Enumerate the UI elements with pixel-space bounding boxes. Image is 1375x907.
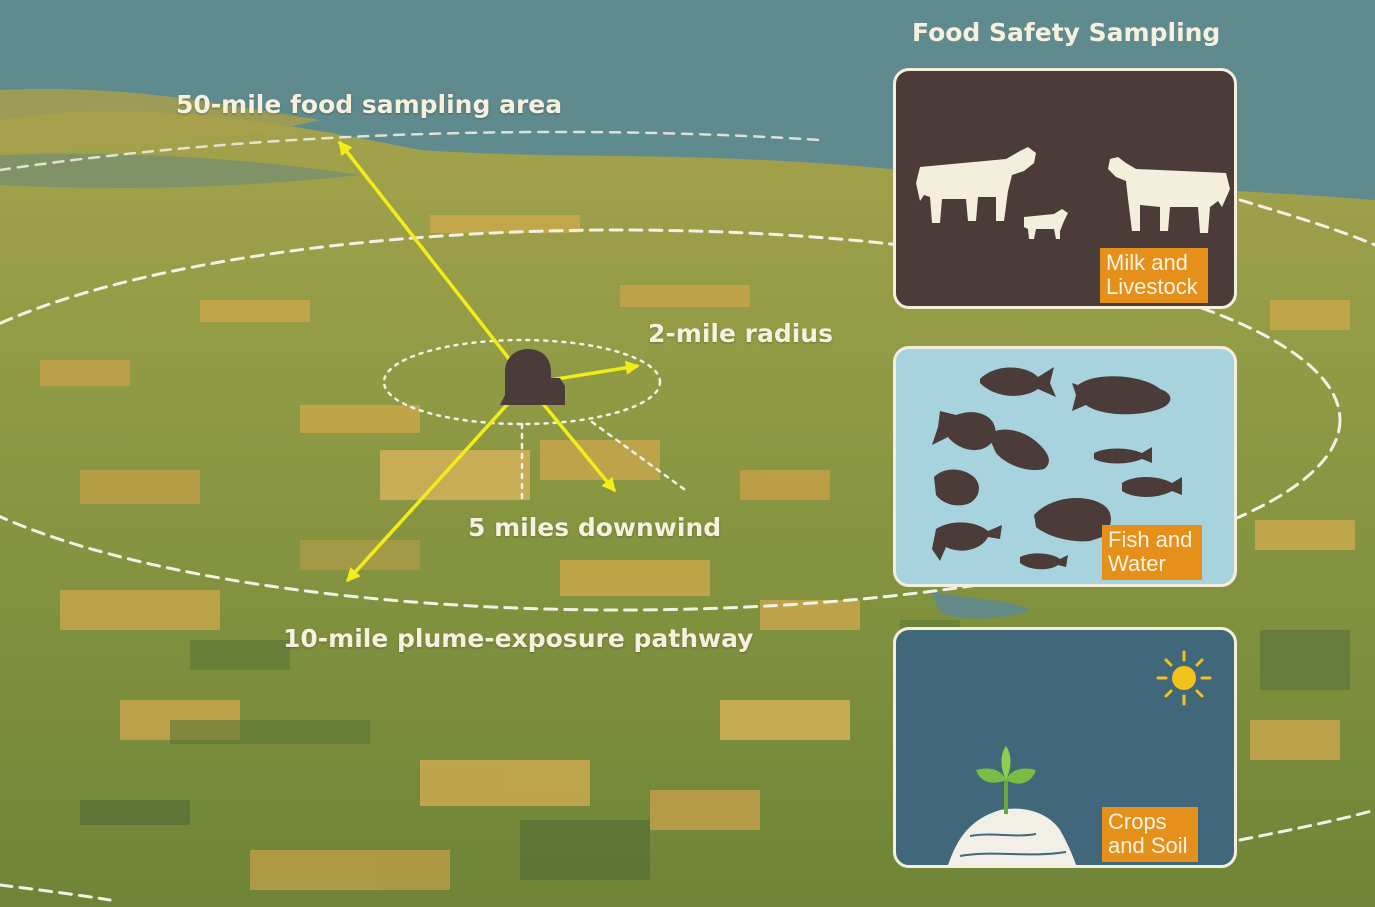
radius-label: 2-mile radius <box>648 319 833 348</box>
panel-crops-soil: Crops and Soil <box>893 627 1237 868</box>
tag-milk-livestock: Milk and Livestock <box>1100 248 1208 303</box>
tag-fish-water: Fish and Water <box>1102 525 1203 580</box>
panel-milk-livestock: Milk and Livestock <box>893 68 1237 309</box>
downwind-label: 5 miles downwind <box>468 513 722 542</box>
plant-icon <box>500 349 565 405</box>
sampling-area-label: 50-mile food sampling area <box>176 90 563 119</box>
tag-crops-soil: Crops and Soil <box>1102 807 1198 862</box>
panel-title: Food Safety Sampling <box>912 18 1221 47</box>
panel-fish-water: Fish and Water <box>893 346 1237 587</box>
plume-label: 10-mile plume-exposure pathway <box>283 624 754 653</box>
sun-icon <box>1156 650 1212 706</box>
cow-icon <box>916 147 1230 239</box>
fish-icon <box>932 367 1182 570</box>
sprout-icon <box>948 650 1212 865</box>
